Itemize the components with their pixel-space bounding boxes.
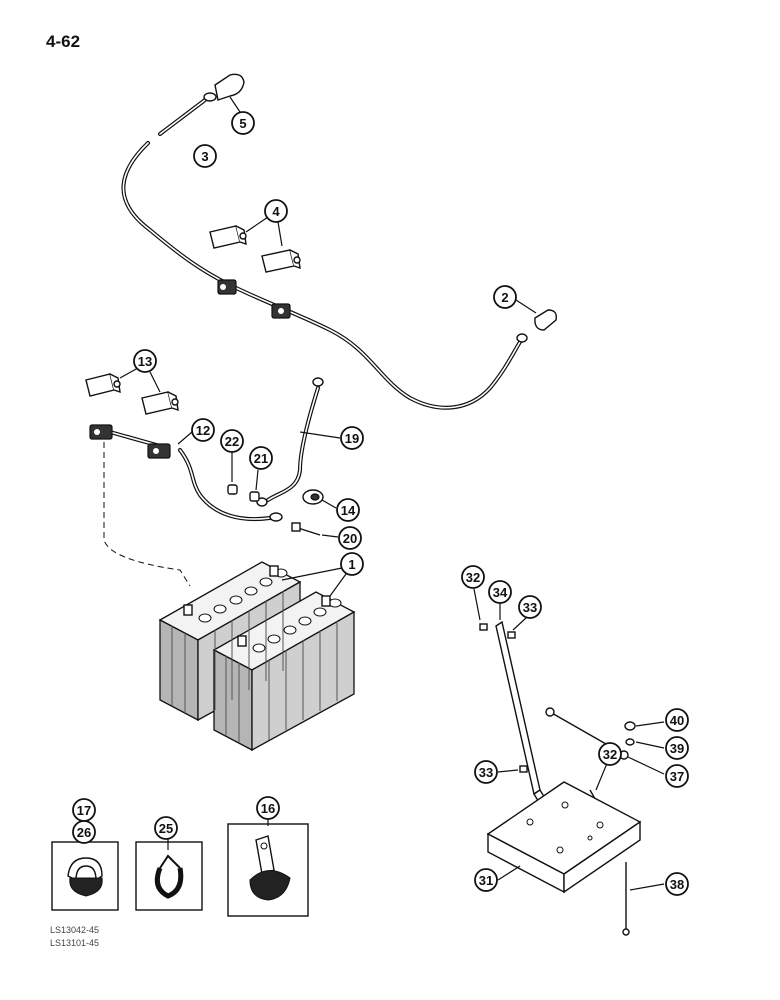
callout-40: 40: [665, 708, 689, 732]
battery-tray-assembly: [473, 588, 665, 936]
svg-text:1: 1: [348, 557, 355, 572]
callout-16: 16: [256, 796, 280, 820]
svg-text:38: 38: [670, 877, 684, 892]
callout-21: 21: [249, 446, 273, 470]
ground-cable-19: [256, 377, 341, 507]
callout-33b: 33: [474, 760, 498, 784]
callout-25: 25: [154, 816, 178, 840]
callout-33a: 33: [518, 595, 542, 619]
callout-19: 19: [340, 426, 364, 450]
callout-37: 37: [665, 764, 689, 788]
callout-32b: 32: [598, 742, 622, 766]
svg-text:14: 14: [341, 503, 356, 518]
callout-3: 3: [193, 144, 217, 168]
figure-reference: LS13101-45: [50, 938, 100, 948]
terminal-boot-5: [214, 73, 245, 113]
svg-text:5: 5: [239, 116, 246, 131]
nuts-21-22: [227, 452, 260, 502]
terminal-covers-13: [85, 367, 179, 415]
svg-text:21: 21: [254, 451, 268, 466]
bolt-20: [291, 522, 339, 538]
callout-34: 34: [488, 580, 512, 604]
svg-text:39: 39: [670, 741, 684, 756]
callout-1: 1: [340, 552, 364, 576]
svg-text:22: 22: [225, 434, 239, 449]
terminal-covers-4: [209, 216, 301, 273]
svg-text:4: 4: [272, 204, 280, 219]
svg-text:2: 2: [501, 290, 508, 305]
callout-5: 5: [231, 111, 255, 135]
svg-text:40: 40: [670, 713, 684, 728]
terminal-boot-2: [515, 299, 558, 331]
callout-13: 13: [133, 349, 157, 373]
svg-text:32: 32: [603, 747, 617, 762]
svg-text:34: 34: [493, 585, 508, 600]
callout-14: 14: [336, 498, 360, 522]
svg-text:32: 32: [466, 570, 480, 585]
inset-clamp-25: [135, 836, 203, 911]
svg-text:3: 3: [201, 149, 208, 164]
callout-20: 20: [338, 526, 362, 550]
svg-text:17: 17: [77, 803, 91, 818]
callout-26: 26: [72, 820, 96, 844]
svg-text:33: 33: [523, 600, 537, 615]
figure-reference: LS13042-45: [50, 925, 100, 935]
page-number: 4-62: [46, 32, 81, 51]
svg-text:31: 31: [479, 873, 493, 888]
svg-text:20: 20: [343, 531, 357, 546]
callout-22: 22: [220, 429, 244, 453]
svg-text:12: 12: [196, 423, 210, 438]
callout-2: 2: [493, 285, 517, 309]
callout-31: 31: [474, 868, 498, 892]
callout-32a: 32: [461, 565, 485, 589]
main-battery-cable: [121, 92, 528, 410]
callout-12: 12: [191, 418, 215, 442]
svg-text:33: 33: [479, 765, 493, 780]
inset-clamp-16: [227, 818, 309, 917]
callout-38: 38: [665, 872, 689, 896]
svg-text:16: 16: [261, 801, 275, 816]
batteries-1: [158, 561, 356, 752]
svg-text:19: 19: [345, 431, 359, 446]
svg-text:26: 26: [77, 825, 91, 840]
jumper-cable-12: [89, 424, 283, 587]
svg-text:37: 37: [670, 769, 684, 784]
callout-39: 39: [665, 736, 689, 760]
bolt-14: [302, 489, 337, 509]
callout-17: 17: [72, 798, 96, 822]
svg-text:25: 25: [159, 821, 173, 836]
callout-4: 4: [264, 199, 288, 223]
svg-text:13: 13: [138, 354, 152, 369]
inset-clamp-17-26: [51, 836, 119, 911]
